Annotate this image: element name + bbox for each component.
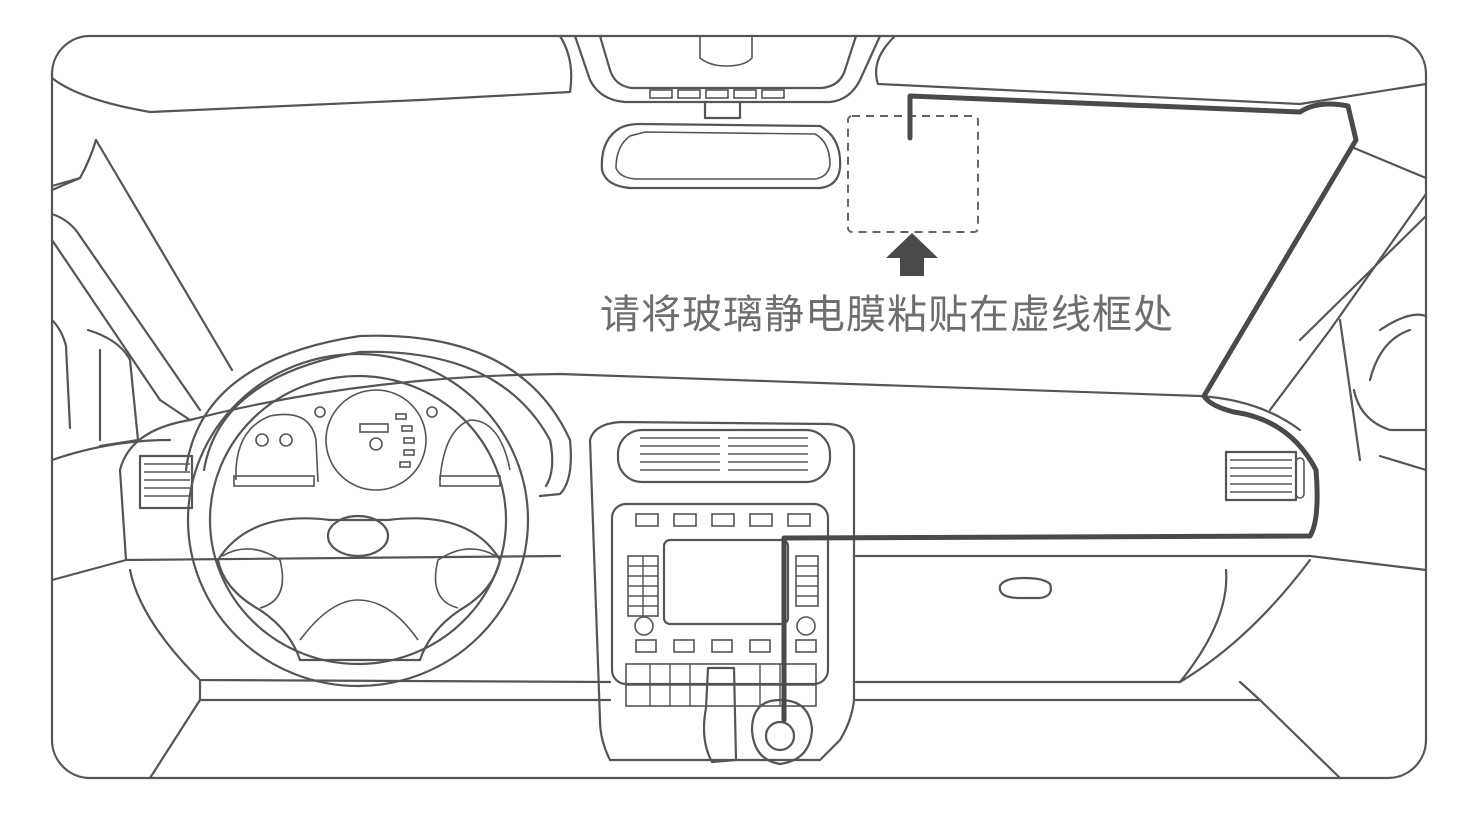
glovebox-handle bbox=[998, 576, 1052, 600]
dashboard-top bbox=[188, 372, 1302, 432]
rearview-mirror bbox=[600, 100, 842, 190]
right-a-pillar bbox=[1268, 146, 1428, 472]
lower-dashboard bbox=[128, 558, 1342, 780]
headliner-right bbox=[874, 34, 1428, 106]
center-vents bbox=[640, 437, 808, 471]
right-air-vent bbox=[1224, 450, 1305, 502]
infotainment-screen bbox=[662, 538, 790, 626]
instrument-cluster bbox=[184, 334, 572, 498]
power-socket bbox=[750, 698, 814, 766]
headliner-left bbox=[50, 34, 573, 114]
power-cable bbox=[781, 93, 1359, 723]
dashed-target-frame bbox=[847, 115, 979, 233]
outer-frame bbox=[50, 34, 1428, 780]
left-a-pillar bbox=[50, 138, 234, 462]
left-air-vent bbox=[138, 454, 194, 510]
up-arrow-icon bbox=[886, 233, 938, 276]
instruction-caption: 请将玻璃静电膜粘贴在虚线框处 bbox=[600, 292, 1174, 338]
steering-wheel bbox=[186, 352, 530, 688]
overhead-console bbox=[573, 34, 882, 104]
center-console bbox=[588, 420, 856, 764]
gear-lever bbox=[702, 666, 738, 764]
